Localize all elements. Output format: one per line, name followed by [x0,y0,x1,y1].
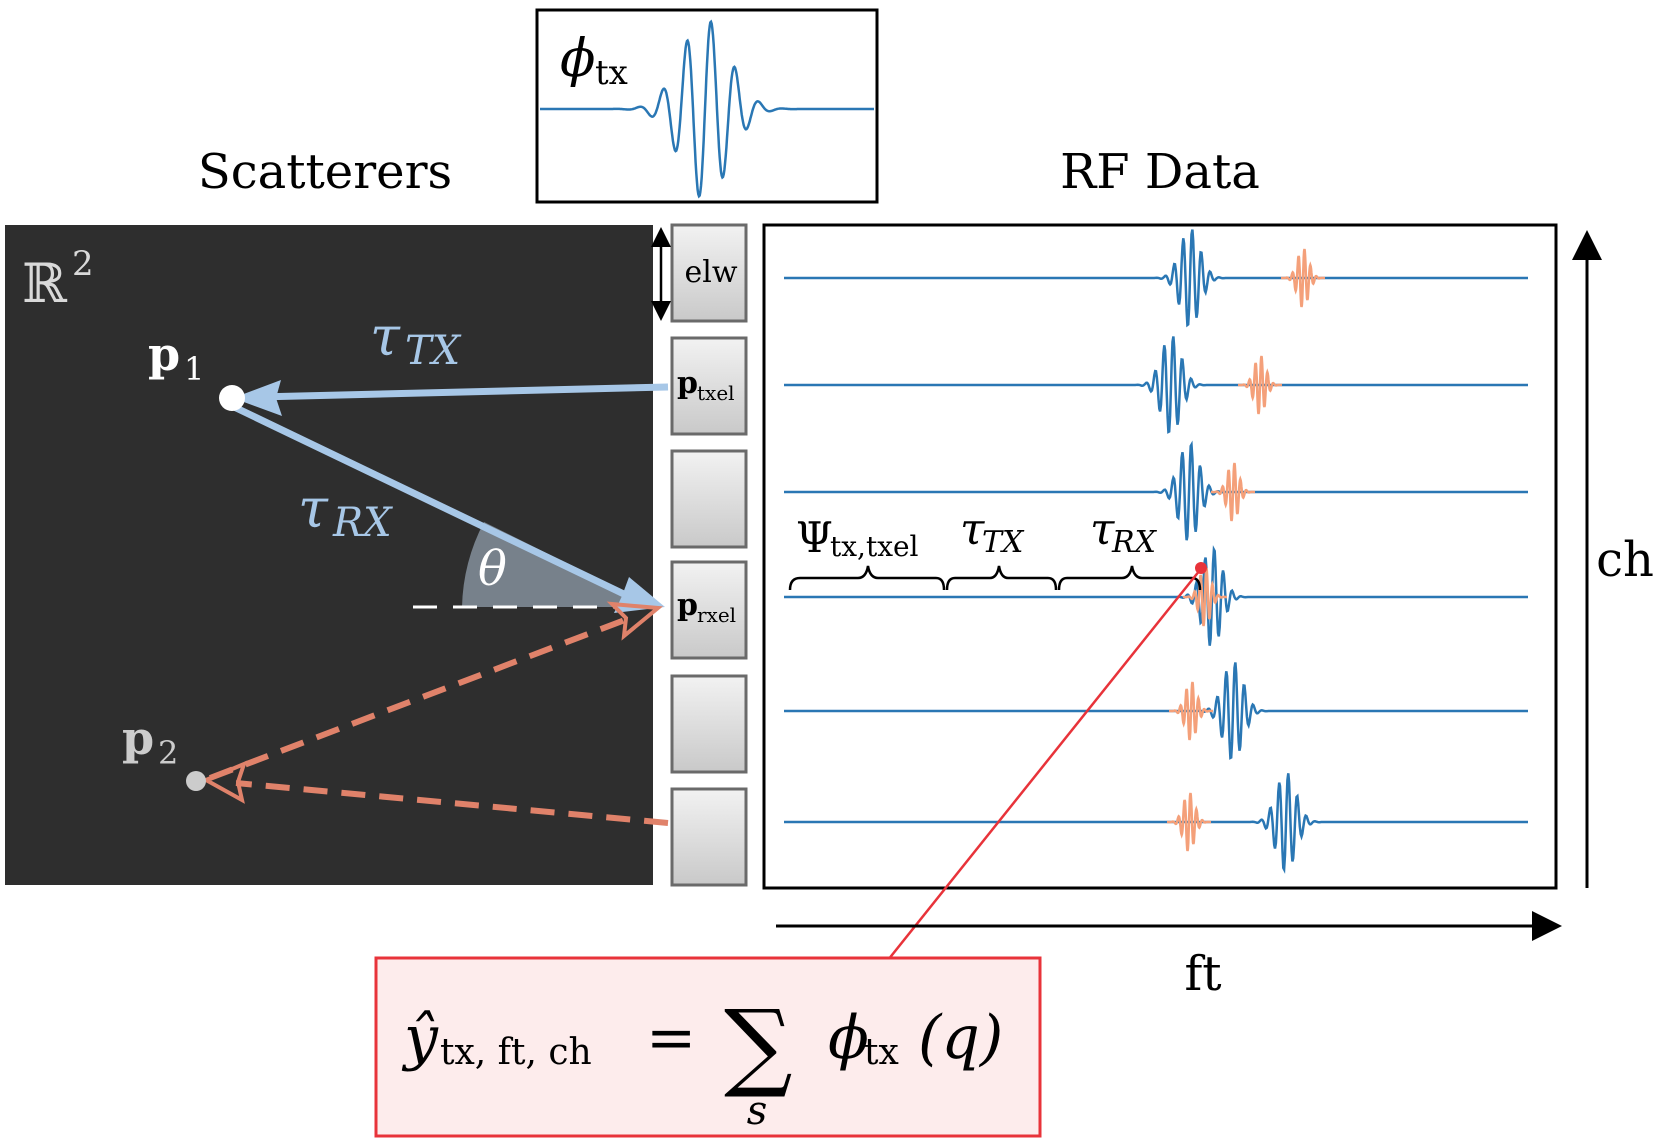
rf-data-panel [762,223,1558,890]
eq-lhs: ŷ [401,1003,439,1073]
element-6 [670,787,748,887]
rf-echo-4 [1183,567,1227,627]
p-txel-sub: txel [697,381,735,405]
p-txel-base: p [677,366,698,401]
scatterer-p2 [186,771,206,791]
rf-trace-3 [784,440,1528,541]
pulse-waveform [540,19,874,199]
psi-sub: tx,txel [830,530,919,563]
tau-rx-symbol: τ [298,477,329,540]
p2-tx-ray [201,760,669,826]
rf-trace-2 [784,336,1528,434]
element-4 [670,560,748,660]
rf-tau-rx-symbol: τ [1090,504,1115,555]
scatterer-region [5,225,653,885]
tau-rx-sub: RX [332,500,393,546]
pulse-subscript: tx [595,53,628,93]
brace-tau-tx [945,565,1058,591]
pulse-panel: ϕ tx [535,8,879,204]
ch-axis-label: ch [1596,532,1654,588]
rf-trace-4 [784,545,1528,646]
brace-tau-rx [1057,565,1202,591]
tx-ray [233,380,669,416]
element-2 [670,336,748,436]
pulse-symbol: ϕ [560,29,595,89]
p1-sub: 1 [184,350,204,388]
p-rxel-base: p [677,588,698,623]
tau-tx-symbol: τ [370,305,401,368]
p1-label: p 1 [148,327,204,388]
psi-label: Ψ tx,txel [796,513,919,563]
scatterers-title: Scatterers [198,144,452,200]
rf-tau-rx-sub: RX [1111,525,1158,560]
rf-echo-1 [1281,248,1325,308]
tau-tx-sub: TX [405,328,462,374]
rf-tau-rx-label: τ RX [1090,504,1158,560]
rf-echo-6 [1167,792,1211,852]
ft-axis-label: ft [1184,946,1221,1002]
timing-braces [788,565,1202,591]
rf-data-title: RF Data [1060,144,1260,200]
tau-rx-label: τ RX [298,477,393,546]
p-rxel-sub: rxel [697,603,736,627]
p2-rx-ray [208,601,664,781]
eq-sum-index: s [747,1088,768,1134]
space-power: 2 [72,244,94,284]
rf-echo-2 [1238,355,1282,415]
rf-trace-1 [784,229,1528,328]
p1-base: p [148,327,180,381]
space-label: ℝ 2 [22,244,94,315]
eq-rhs: ϕ [828,1003,869,1073]
eq-equals: = [646,1003,696,1073]
rf-trace-6 [784,773,1528,874]
p-txel-label: p txel [677,366,735,405]
rf-echo-3 [1211,462,1255,522]
p2-label: p 2 [122,711,178,772]
rf-tau-tx-label: τ TX [960,504,1025,560]
space-symbol: ℝ [22,252,68,315]
eq-lhs-sub: tx, ft, ch [440,1032,592,1073]
eq-rhs-arg: (q) [918,1003,1003,1073]
eq-sum: ∑ [724,989,793,1101]
p-rxel-label: p rxel [677,588,736,627]
theta-label: θ [478,541,507,597]
p2-base: p [122,711,154,765]
psi-symbol: Ψ [796,513,833,562]
tau-tx-label: τ TX [370,305,462,374]
transducer-array [670,223,748,887]
equation-box: ŷ tx, ft, ch = ∑ s ϕ tx (q) [374,956,1042,1138]
elw-label: elw [684,255,737,290]
scatterer-p1 [219,385,245,411]
element-3 [670,449,748,549]
brace-psi [788,565,946,591]
eq-rhs-sub: tx [864,1032,899,1073]
rf-echo-5 [1169,681,1213,741]
p2-sub: 2 [158,734,178,772]
rf-trace-5 [784,662,1528,760]
rf-tau-tx-symbol: τ [960,504,985,555]
highlight-line [887,569,1201,961]
element-5 [670,674,748,774]
rf-traces [784,229,1528,874]
rf-tau-tx-sub: TX [982,525,1025,560]
highlight-point [1195,562,1207,574]
element-1 [670,223,748,323]
